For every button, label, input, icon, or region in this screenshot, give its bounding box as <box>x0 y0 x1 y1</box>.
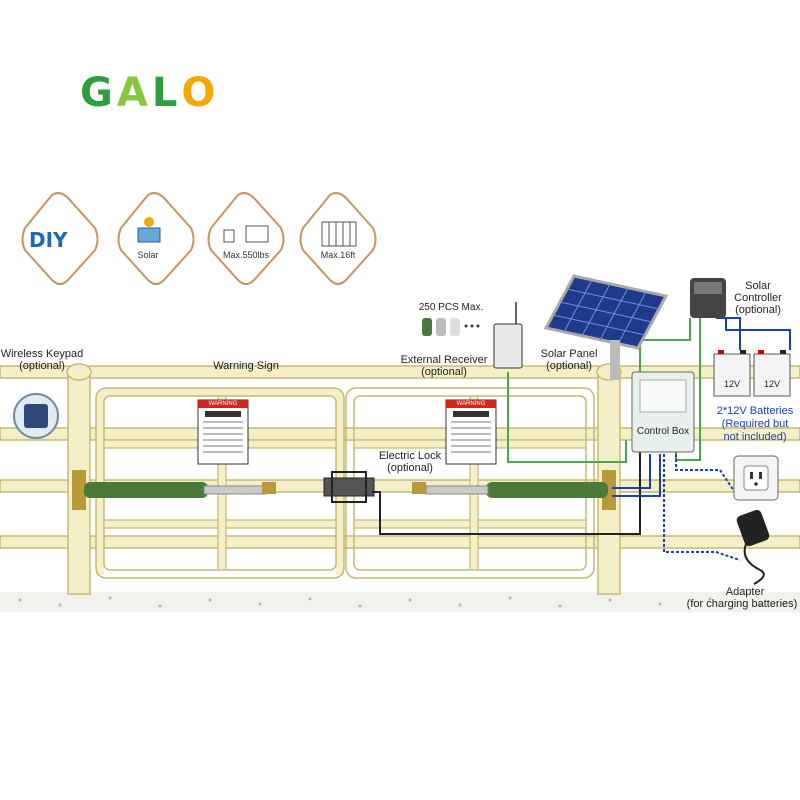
battery-label: 12V <box>763 379 780 389</box>
diy-icon: DIY <box>29 228 68 252</box>
wireless-keypad <box>13 393 59 439</box>
wireless-keypad-sub: (optional) <box>19 360 65 372</box>
external-receiver-label: External Receiver <box>400 354 488 366</box>
wire-battery <box>716 317 741 350</box>
logo-letter: G <box>80 70 117 116</box>
warning-sign-label: Warning Sign <box>213 360 279 372</box>
solar-panel-sub: (optional) <box>546 360 592 372</box>
solar-controller-label: Solar <box>745 280 771 292</box>
control-box-label: Control Box <box>636 426 690 437</box>
wire-lock <box>372 450 641 535</box>
adapter-sub: (for charging batteries) <box>686 598 798 610</box>
solar-controller-sub: (optional) <box>735 304 781 316</box>
batteries <box>713 350 791 397</box>
solar-panel-label: Solar Panel <box>540 348 598 360</box>
batteries-label-2: (Required but <box>721 418 789 430</box>
remotes <box>422 318 480 336</box>
badge-solar <box>117 192 195 285</box>
wire-adapter <box>663 454 741 561</box>
wire-opener-right <box>612 454 661 497</box>
logo-letter: L <box>151 70 182 116</box>
electric-lock <box>323 471 375 503</box>
badge-length-label: Max.16ft <box>320 250 356 260</box>
bracket-right <box>602 470 616 510</box>
batteries-label-3: not included) <box>723 431 787 443</box>
external-receiver-sub: (optional) <box>421 366 467 378</box>
ground-gravel <box>18 596 762 608</box>
external-receiver <box>493 302 523 369</box>
bracket-left <box>72 470 86 510</box>
ground <box>0 592 800 612</box>
battery-label: 12V <box>723 379 740 389</box>
badge-length <box>299 192 377 285</box>
post-left-cap <box>66 363 92 381</box>
badge-solar-label: Solar <box>137 250 159 260</box>
logo-letter: O <box>181 70 220 116</box>
solar-icon <box>137 227 161 243</box>
electric-lock-label: Electric Lock <box>378 450 442 462</box>
badge-diy <box>21 192 99 285</box>
weight-icon <box>223 229 235 243</box>
logo-letter: A <box>116 70 152 116</box>
solar-controller-label-2: Controller <box>734 292 782 304</box>
badge-weight <box>207 192 285 285</box>
warning-sign-right <box>445 399 497 465</box>
warning-header-left: WARNING <box>208 401 238 407</box>
gate-length-icon <box>321 221 357 247</box>
wire-panel <box>639 318 691 372</box>
wire-receiver <box>507 372 627 463</box>
sun-icon <box>144 217 154 227</box>
brand-logo: GALO <box>80 70 219 116</box>
warning-sign-left <box>197 399 249 465</box>
opener-right <box>412 482 608 498</box>
gate-left <box>96 388 344 575</box>
warning-header-right: WARNING <box>456 401 486 407</box>
solar-controller <box>690 278 726 318</box>
wall-outlet <box>733 455 779 501</box>
control-box <box>631 371 695 453</box>
wireless-keypad-label: Wireless Keypad <box>0 348 84 360</box>
badge-weight-label: Max.550lbs <box>222 250 270 260</box>
solar-panel <box>543 274 669 380</box>
adapter-label: Adapter <box>725 586 765 598</box>
power-adapter <box>736 509 770 585</box>
batteries-label: 2*12V Batteries <box>716 405 794 417</box>
opener-left <box>84 482 276 498</box>
electric-lock-sub: (optional) <box>387 462 433 474</box>
remotes-label: 250 PCS Max. <box>418 302 484 313</box>
